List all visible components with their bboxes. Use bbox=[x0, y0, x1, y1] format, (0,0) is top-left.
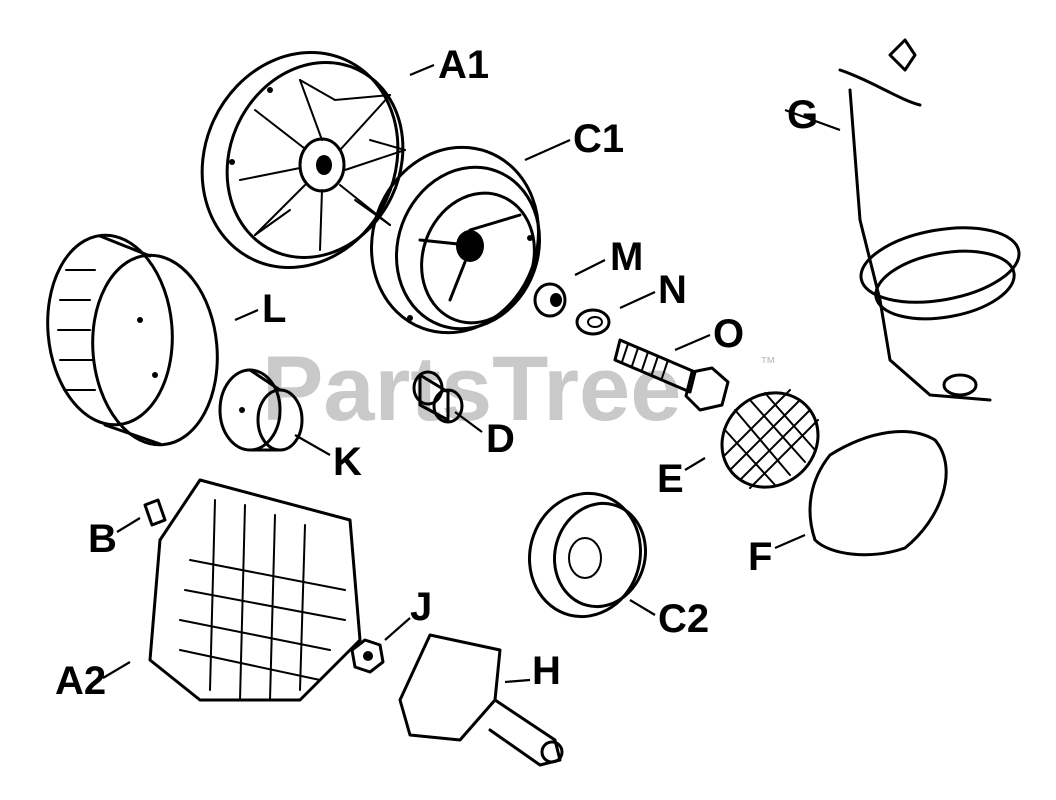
callout-h: H bbox=[532, 649, 561, 693]
part-n-washer bbox=[575, 308, 611, 336]
part-m-bushing bbox=[533, 282, 567, 318]
part-l-blower-drum bbox=[46, 233, 219, 447]
callout-c2: C2 bbox=[658, 597, 709, 641]
part-a1-flywheel bbox=[200, 51, 406, 269]
part-b-key bbox=[143, 498, 167, 527]
callout-a1: A1 bbox=[438, 43, 489, 87]
leader-lines bbox=[102, 63, 841, 684]
callout-m: M bbox=[610, 235, 643, 279]
part-o-bolt bbox=[613, 338, 730, 412]
callout-d: D bbox=[486, 417, 515, 461]
callout-b: B bbox=[88, 517, 117, 561]
callout-a2: A2 bbox=[55, 659, 106, 703]
part-k-hub bbox=[218, 368, 304, 452]
part-j-nut bbox=[350, 638, 385, 674]
callout-c1: C1 bbox=[573, 117, 624, 161]
part-c2-starter-pulley bbox=[528, 491, 648, 619]
part-e-screen bbox=[720, 389, 820, 489]
part-a2-block bbox=[148, 478, 362, 702]
part-f-gasket bbox=[808, 430, 948, 557]
callout-o: O bbox=[713, 312, 744, 356]
watermark-trademark: ™ bbox=[760, 355, 776, 372]
part-d-spacer bbox=[412, 370, 464, 424]
callout-k: K bbox=[333, 440, 362, 484]
callout-l: L bbox=[262, 287, 286, 331]
part-c1-starter-cup bbox=[370, 145, 542, 335]
part-h-shaft bbox=[398, 633, 564, 767]
callout-n: N bbox=[658, 268, 687, 312]
callout-g: G bbox=[787, 93, 818, 137]
part-g-bracket bbox=[838, 38, 1021, 402]
callout-f: F bbox=[748, 535, 772, 579]
callout-j: J bbox=[410, 585, 432, 629]
callout-e: E bbox=[657, 457, 684, 501]
